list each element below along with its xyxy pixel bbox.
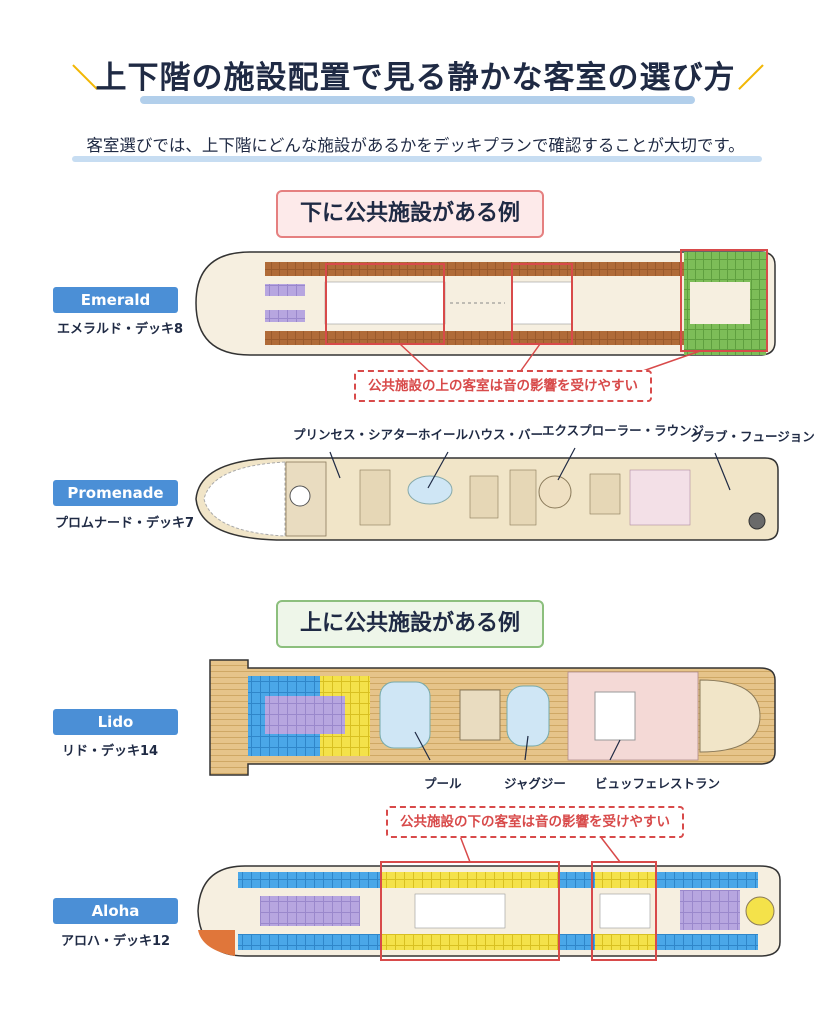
callout-club-fusion: クラブ・フュージョン: [690, 429, 815, 444]
aloha-deck-ship: [197, 835, 781, 961]
deck-tag-aloha: Aloha: [53, 898, 178, 924]
emerald-highlight-2: [511, 263, 573, 345]
deck-label-lido: リド・デッキ14: [62, 744, 159, 759]
sparkle-right-icon: ／: [738, 64, 765, 94]
page-subtitle: 客室選びでは、上下階にどんな施設があるかをデッキプランで確認することが大切です。: [86, 136, 745, 155]
section-badge-above: 上に公共施設がある例: [276, 600, 545, 648]
sparkle-left-icon: ＼: [72, 64, 99, 94]
title-underline: [140, 96, 695, 104]
emerald-cabin-row-bottom: [265, 331, 765, 345]
deck-label-promenade: プロムナード・デッキ7: [55, 516, 195, 531]
callout-jacuzzi: ジャグジー: [504, 776, 566, 791]
page-title: 上下階の施設配置で見る静かな客室の選び方: [95, 60, 736, 96]
callout-pool: プール: [424, 776, 462, 791]
subtitle-underline: [72, 156, 762, 162]
section-badge-below: 下に公共施設がある例: [276, 190, 545, 238]
promenade-deck-ship: [195, 447, 779, 541]
lido-deck-ship: [209, 659, 776, 776]
deck-tag-emerald: Emerald: [53, 287, 178, 313]
callout-princess-theater: プリンセス・シアター: [293, 427, 419, 442]
callout-wheelhouse-bar: ホイールハウス・バー: [418, 427, 544, 442]
deck-label-aloha: アロハ・デッキ12: [61, 934, 171, 949]
emerald-highlight-1: [325, 263, 445, 345]
callout-explorer-lounge: エクスプローラー・ラウンジ: [542, 423, 705, 438]
note-above-facilities: 公共施設の上の客室は音の影響を受けやすい: [354, 370, 652, 402]
callout-buffet-restaurant: ビュッフェレストラン: [595, 776, 721, 791]
emerald-highlight-3: [680, 249, 768, 352]
emerald-deck-ship: [195, 249, 776, 373]
deck-tag-lido: Lido: [53, 709, 178, 735]
deck-label-emerald: エメラルド・デッキ8: [57, 322, 184, 337]
emerald-cabin-row-top: [265, 262, 765, 276]
note-below-facilities: 公共施設の下の客室は音の影響を受けやすい: [386, 806, 684, 838]
aloha-highlight-2: [591, 861, 657, 961]
deck-tag-promenade: Promenade: [53, 480, 178, 506]
